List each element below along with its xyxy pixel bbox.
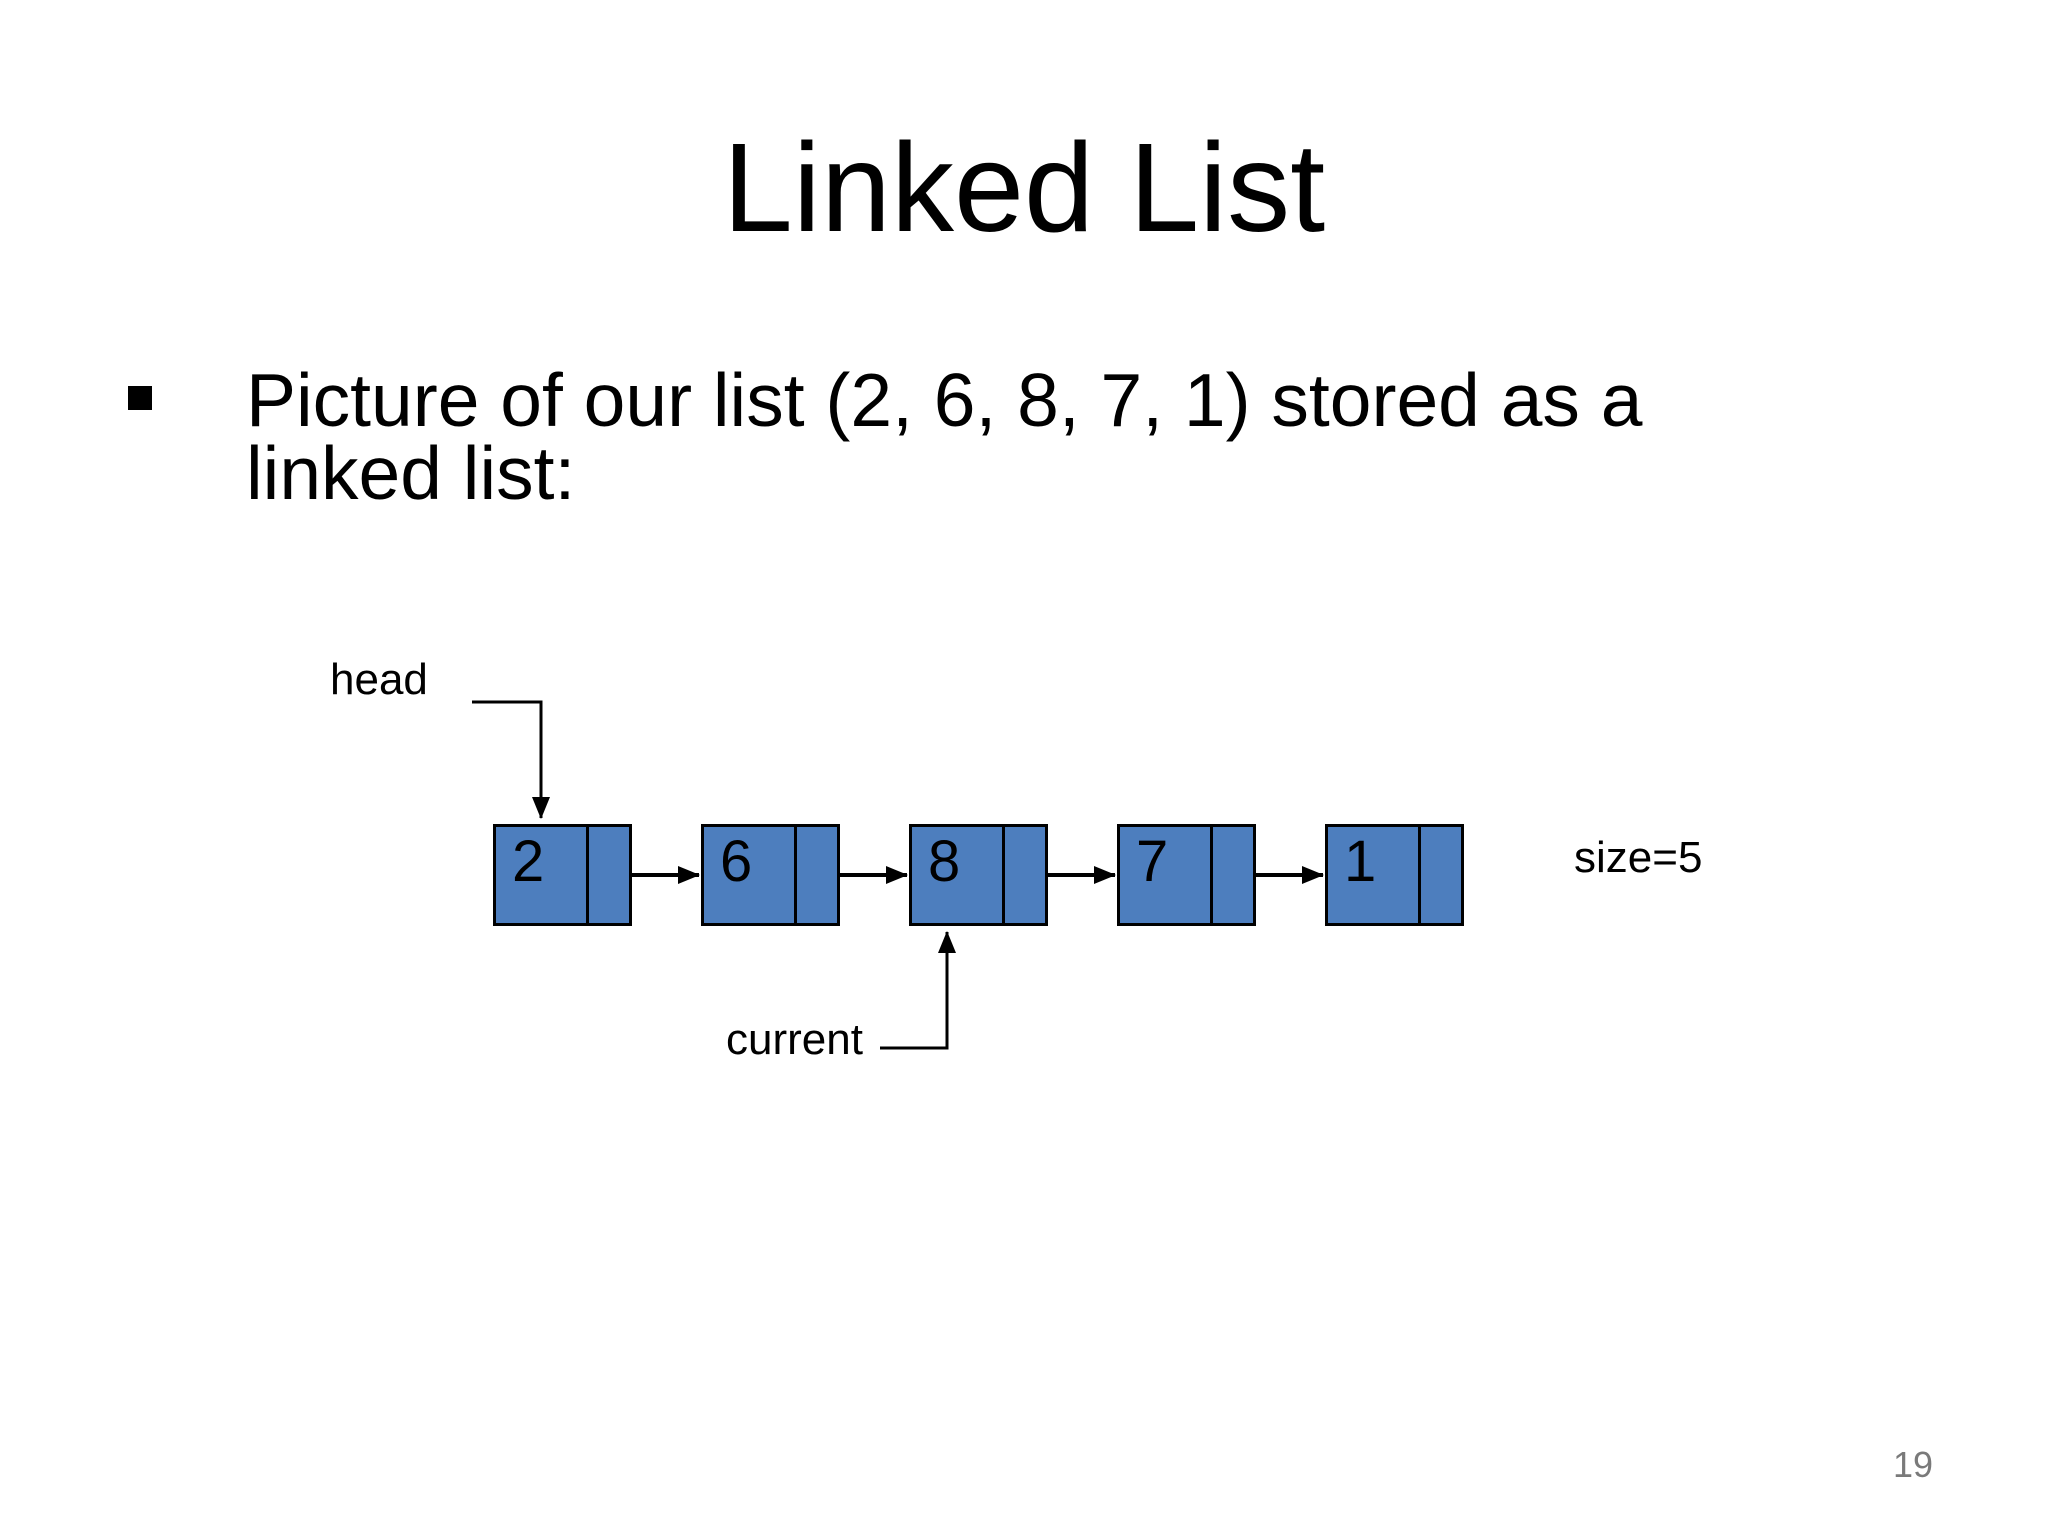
bullet-line: linked list: [246, 430, 576, 515]
bullet-line: Picture of our list (2, 6, 8, 7, 1) stor… [246, 358, 1643, 442]
node-value: 1 [1344, 829, 1377, 894]
node-divider [1418, 827, 1421, 923]
size-label: size=5 [1574, 833, 1703, 882]
list-node: 1 [1325, 824, 1464, 926]
bullet-text: Picture of our list (2, 6, 8, 7, 1) stor… [246, 358, 1643, 515]
node-value: 2 [512, 829, 545, 894]
current-label: current [726, 1015, 863, 1064]
list-node: 7 [1117, 824, 1256, 926]
head-label: head [330, 655, 428, 704]
page-number: 19 [1893, 1444, 1934, 1485]
list-node: 6 [701, 824, 840, 926]
slide-title: Linked List [722, 117, 1326, 258]
node-value: 6 [720, 829, 753, 894]
bullet-square-icon [128, 386, 152, 410]
node-divider [1210, 827, 1213, 923]
list-node: 8 [909, 824, 1048, 926]
node-value: 8 [928, 829, 961, 894]
node-divider [586, 827, 589, 923]
list-node: 2 [493, 824, 632, 926]
node-value: 7 [1136, 829, 1169, 894]
node-divider [1002, 827, 1005, 923]
node-divider [794, 827, 797, 923]
current-pointer-line [880, 931, 956, 1050]
head-pointer-line [472, 700, 550, 819]
